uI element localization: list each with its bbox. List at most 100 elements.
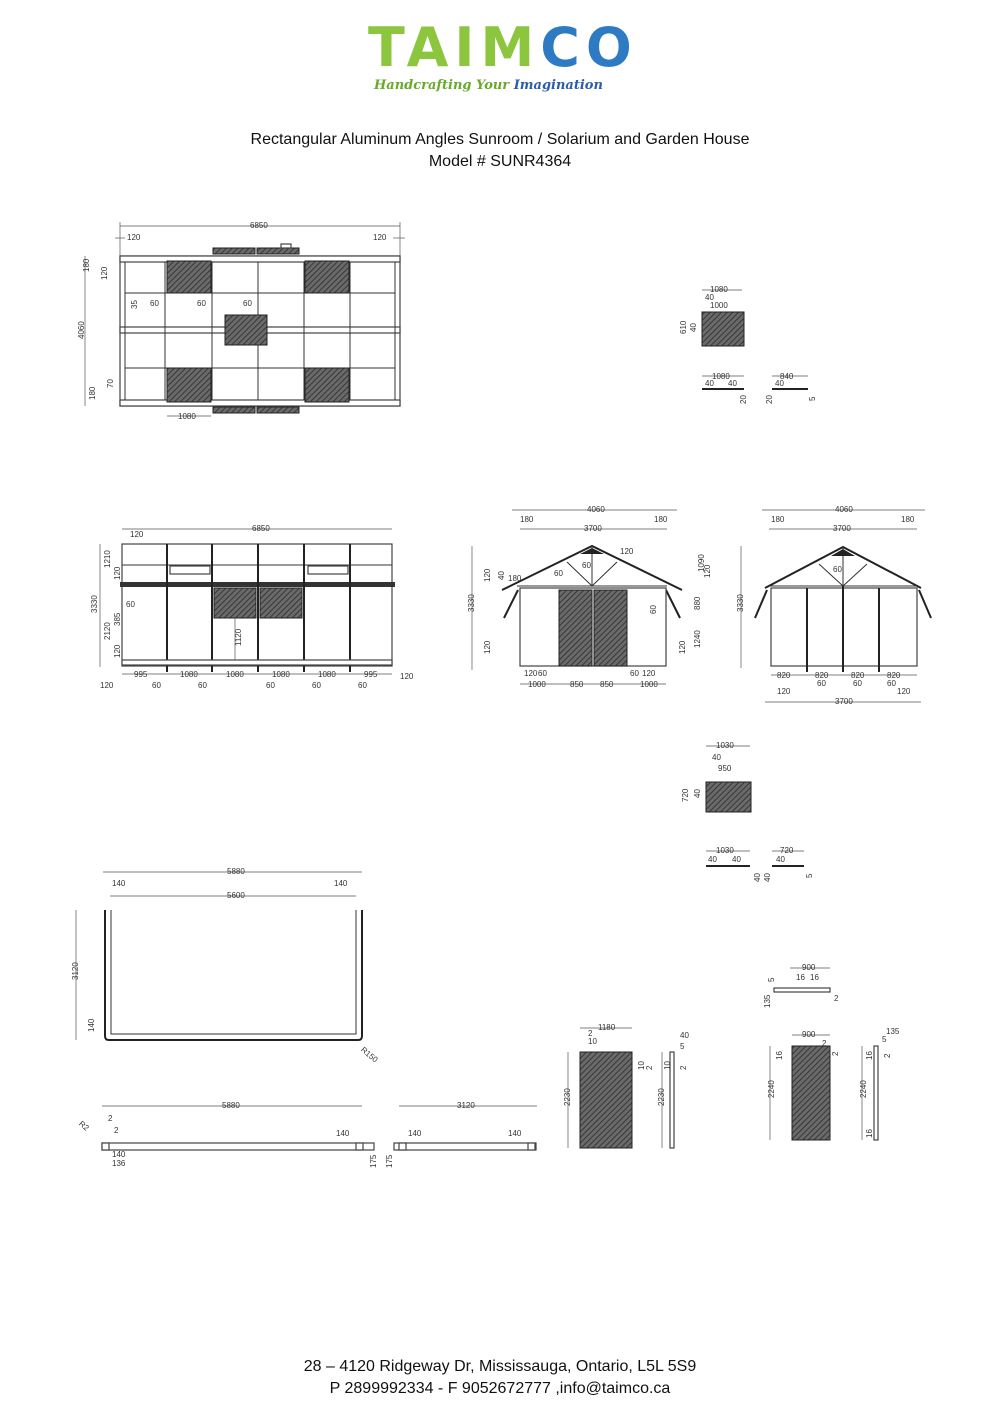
dim-385: 385: [113, 612, 122, 626]
mullion-3: 60: [266, 681, 275, 690]
dim-truss-60: 60: [833, 565, 842, 574]
profile-b-h: 5: [805, 873, 814, 878]
edge-left: 120: [777, 687, 791, 696]
dim-depth: 3120: [71, 962, 80, 980]
dim-eave-left: 180: [771, 515, 785, 524]
dim-bottom-180: 180: [88, 386, 97, 400]
profile-b-width: 840: [780, 372, 794, 381]
base-frame-plan: 5880 140 140 5600 3120 140 R150: [71, 867, 380, 1065]
dim-window-sill: 1120: [234, 628, 243, 646]
document-title: Rectangular Aluminum Angles Sunroom / So…: [250, 131, 750, 148]
dim-top-180: 180: [82, 258, 91, 272]
short-rail-length: 3120: [457, 1101, 475, 1110]
dim-bottom-120: 120: [113, 644, 122, 658]
logo-word-blue: CO: [540, 16, 638, 79]
bay-3: 1080: [226, 670, 244, 679]
dim-width: 1180: [598, 1023, 616, 1032]
profile-2: 2: [883, 1053, 892, 1058]
profile-a-left: 40: [708, 855, 717, 864]
dim-upper-120: 120: [113, 566, 122, 580]
dim-base-left: 120: [524, 669, 538, 678]
short-rail-height: 175: [385, 1154, 394, 1168]
dim-eave-120-left: 120: [483, 568, 492, 582]
dim-upper-height: 1210: [103, 550, 112, 568]
bay-6: 995: [364, 670, 378, 679]
dim-truss-60b: 60: [582, 561, 591, 570]
dim-wall-width: 3700: [833, 524, 851, 533]
tagline-green: Handcrafting Your: [374, 78, 514, 93]
short-rail-140-right: 140: [508, 1129, 522, 1138]
profile-b-h2: 5: [808, 396, 817, 401]
dim-right-2: 2: [645, 1065, 654, 1070]
profile-a-right: 40: [732, 855, 741, 864]
bay-4: 820: [887, 671, 901, 680]
dim-2: 2: [588, 1029, 593, 1038]
bay-5: 1080: [318, 670, 336, 679]
dim-left-offset: 120: [127, 233, 141, 242]
dim-60: 60: [126, 600, 135, 609]
dim-gutter-180: 180: [508, 574, 522, 583]
logo-wordmark: TAIMCO: [368, 20, 638, 76]
profile-10: 10: [663, 1061, 672, 1070]
dim-width: 900: [802, 1030, 816, 1039]
profile-16: 16: [865, 1051, 874, 1060]
dim-2b: 2: [114, 1126, 119, 1135]
bay-3: 820: [851, 671, 865, 680]
dim-panel-width: 1080: [178, 412, 196, 421]
dim-left-offset: 120: [130, 530, 144, 539]
roof-vent-detail: 1080 40 1000 610 40 1080 40 40 20 840 40…: [679, 285, 817, 404]
dim-eave-right: 180: [901, 515, 915, 524]
top-135: 135: [763, 994, 772, 1008]
bay-4: 1000: [640, 680, 658, 689]
dim-height: 2230: [563, 1088, 572, 1106]
dim-right-120: 120: [678, 640, 687, 654]
dim-overall-height: 3330: [467, 594, 476, 612]
dim-lower-1240: 1240: [693, 630, 702, 648]
dim-overall-width: 6850: [250, 221, 268, 230]
long-rail-136: 136: [112, 1159, 126, 1168]
tagline-blue: Imagination: [513, 78, 603, 93]
dim-inner-width: 5600: [227, 891, 245, 900]
edge-right: 120: [400, 672, 414, 681]
dim-truss-120: 120: [620, 547, 634, 556]
dim-2a: 2: [108, 1114, 113, 1123]
door-panel-drawing: 900 16 16 5 135 2 900 2 2 16 2240 135 5 …: [763, 963, 900, 1141]
top-width: 900: [802, 963, 816, 972]
profile-a-right: 40: [728, 379, 737, 388]
side-elevation-rear-drawing: 4060 180 180 3700 60 3330 820 820 820 82…: [736, 505, 932, 706]
mullion-2: 60: [198, 681, 207, 690]
dim-bottom-140: 140: [87, 1018, 96, 1032]
profile-2: 2: [679, 1065, 688, 1070]
profile-height: 2230: [657, 1088, 666, 1106]
dim-overall-width: 4060: [587, 505, 605, 514]
profile-16-bottom: 16: [865, 1129, 874, 1138]
profile-a-h1: 40: [753, 873, 762, 882]
bay-1: 995: [134, 670, 148, 679]
edge-right: 120: [897, 687, 911, 696]
logo-tagline: Handcrafting Your Imagination: [374, 78, 603, 93]
dim-inner-offset: 40: [705, 293, 714, 302]
dim-2: 2: [822, 1039, 827, 1048]
profile-a-width: 1030: [716, 846, 734, 855]
taimco-logo: TAIMCO Handcrafting Your Imagination: [368, 20, 632, 100]
top-16: 16: [775, 1051, 784, 1060]
model-number: Model # SUNR4364: [428, 153, 572, 170]
edge-left: 120: [100, 681, 114, 690]
roof-plan-drawing: 6850 120 120 4060 180 120 35 60 60 60 18…: [77, 221, 405, 421]
front-elevation-drawing: 6850 120 3330 1210 120 2120 60 385 120 1…: [90, 524, 414, 690]
long-rail-height: 175: [369, 1154, 378, 1168]
dim-35: 35: [130, 300, 139, 309]
profile-40: 40: [680, 1031, 689, 1040]
dim-right-140: 140: [334, 879, 348, 888]
bay-2: 1080: [180, 670, 198, 679]
dim-gap-2: 60: [197, 299, 206, 308]
bay-2: 820: [815, 671, 829, 680]
dim-base-right-60: 60: [630, 669, 639, 678]
dim-gap-1: 60: [150, 299, 159, 308]
bay-1: 820: [777, 671, 791, 680]
dim-gap-3: 60: [243, 299, 252, 308]
base-rails-drawing: 5880 2 2 R2 140 140 136 175 3120 175 140…: [77, 1101, 537, 1168]
glass-panel-drawing: 1180 2 10 2230 10 2 40 5 10 2 2230: [563, 1023, 689, 1149]
bay-3: 850: [600, 680, 614, 689]
dim-corner-radius: R150: [359, 1045, 380, 1065]
